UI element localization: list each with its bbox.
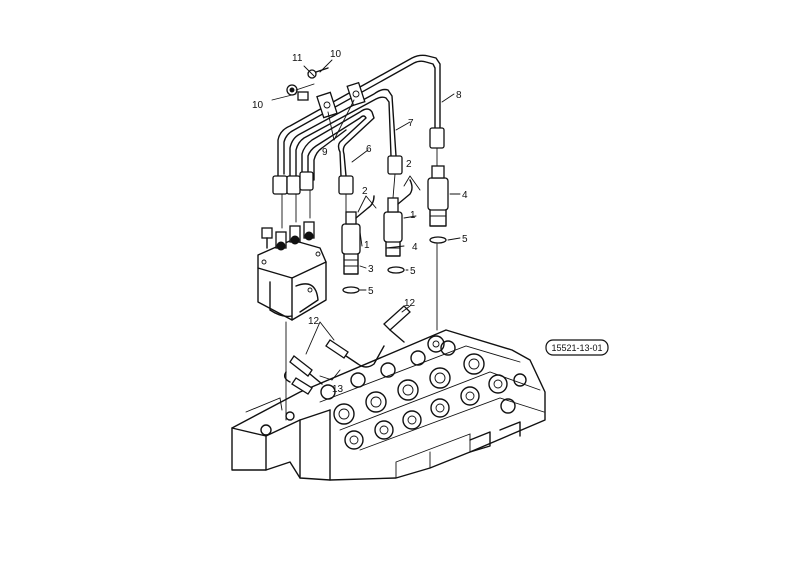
callout-4-right: 4 — [462, 190, 468, 201]
fuel-injection-pipes — [272, 54, 445, 195]
callout-5-mid: 5 — [410, 266, 416, 277]
leader-lines — [271, 59, 461, 421]
callout-4-mid: 4 — [412, 242, 418, 253]
callout-10-top: 10 — [330, 49, 342, 60]
callout-12-left: 12 — [308, 316, 320, 327]
reference-code-box: 15521-13-01 — [545, 339, 609, 356]
callout-13: 13 — [332, 384, 344, 395]
cylinder-head — [231, 329, 546, 481]
callout-2-left: 2 — [362, 186, 368, 197]
callout-5-left: 5 — [368, 286, 374, 297]
callout-3: 3 — [368, 264, 374, 275]
callout-12-right: 12 — [404, 298, 416, 309]
callout-1-right: 1 — [410, 210, 416, 221]
callout-6: 6 — [366, 144, 372, 155]
callout-1-left: 1 — [364, 240, 370, 251]
injector-nozzle-2 — [383, 179, 413, 274]
callout-labels: 11 10 10 8 7 6 9 2 2 4 1 1 4 5 3 5 5 12 … — [252, 49, 468, 395]
callout-10-left: 10 — [252, 100, 264, 111]
injection-pump — [257, 221, 327, 321]
callout-7: 7 — [408, 118, 414, 129]
callout-5-right: 5 — [462, 234, 468, 245]
callout-11: 11 — [292, 53, 303, 64]
injector-nozzle-3 — [427, 165, 449, 244]
reference-code: 15521-13-01 — [551, 343, 602, 353]
callout-9: 9 — [322, 147, 328, 158]
glow-plugs — [283, 305, 411, 395]
callout-2-right: 2 — [406, 159, 412, 170]
callout-8: 8 — [456, 90, 462, 101]
